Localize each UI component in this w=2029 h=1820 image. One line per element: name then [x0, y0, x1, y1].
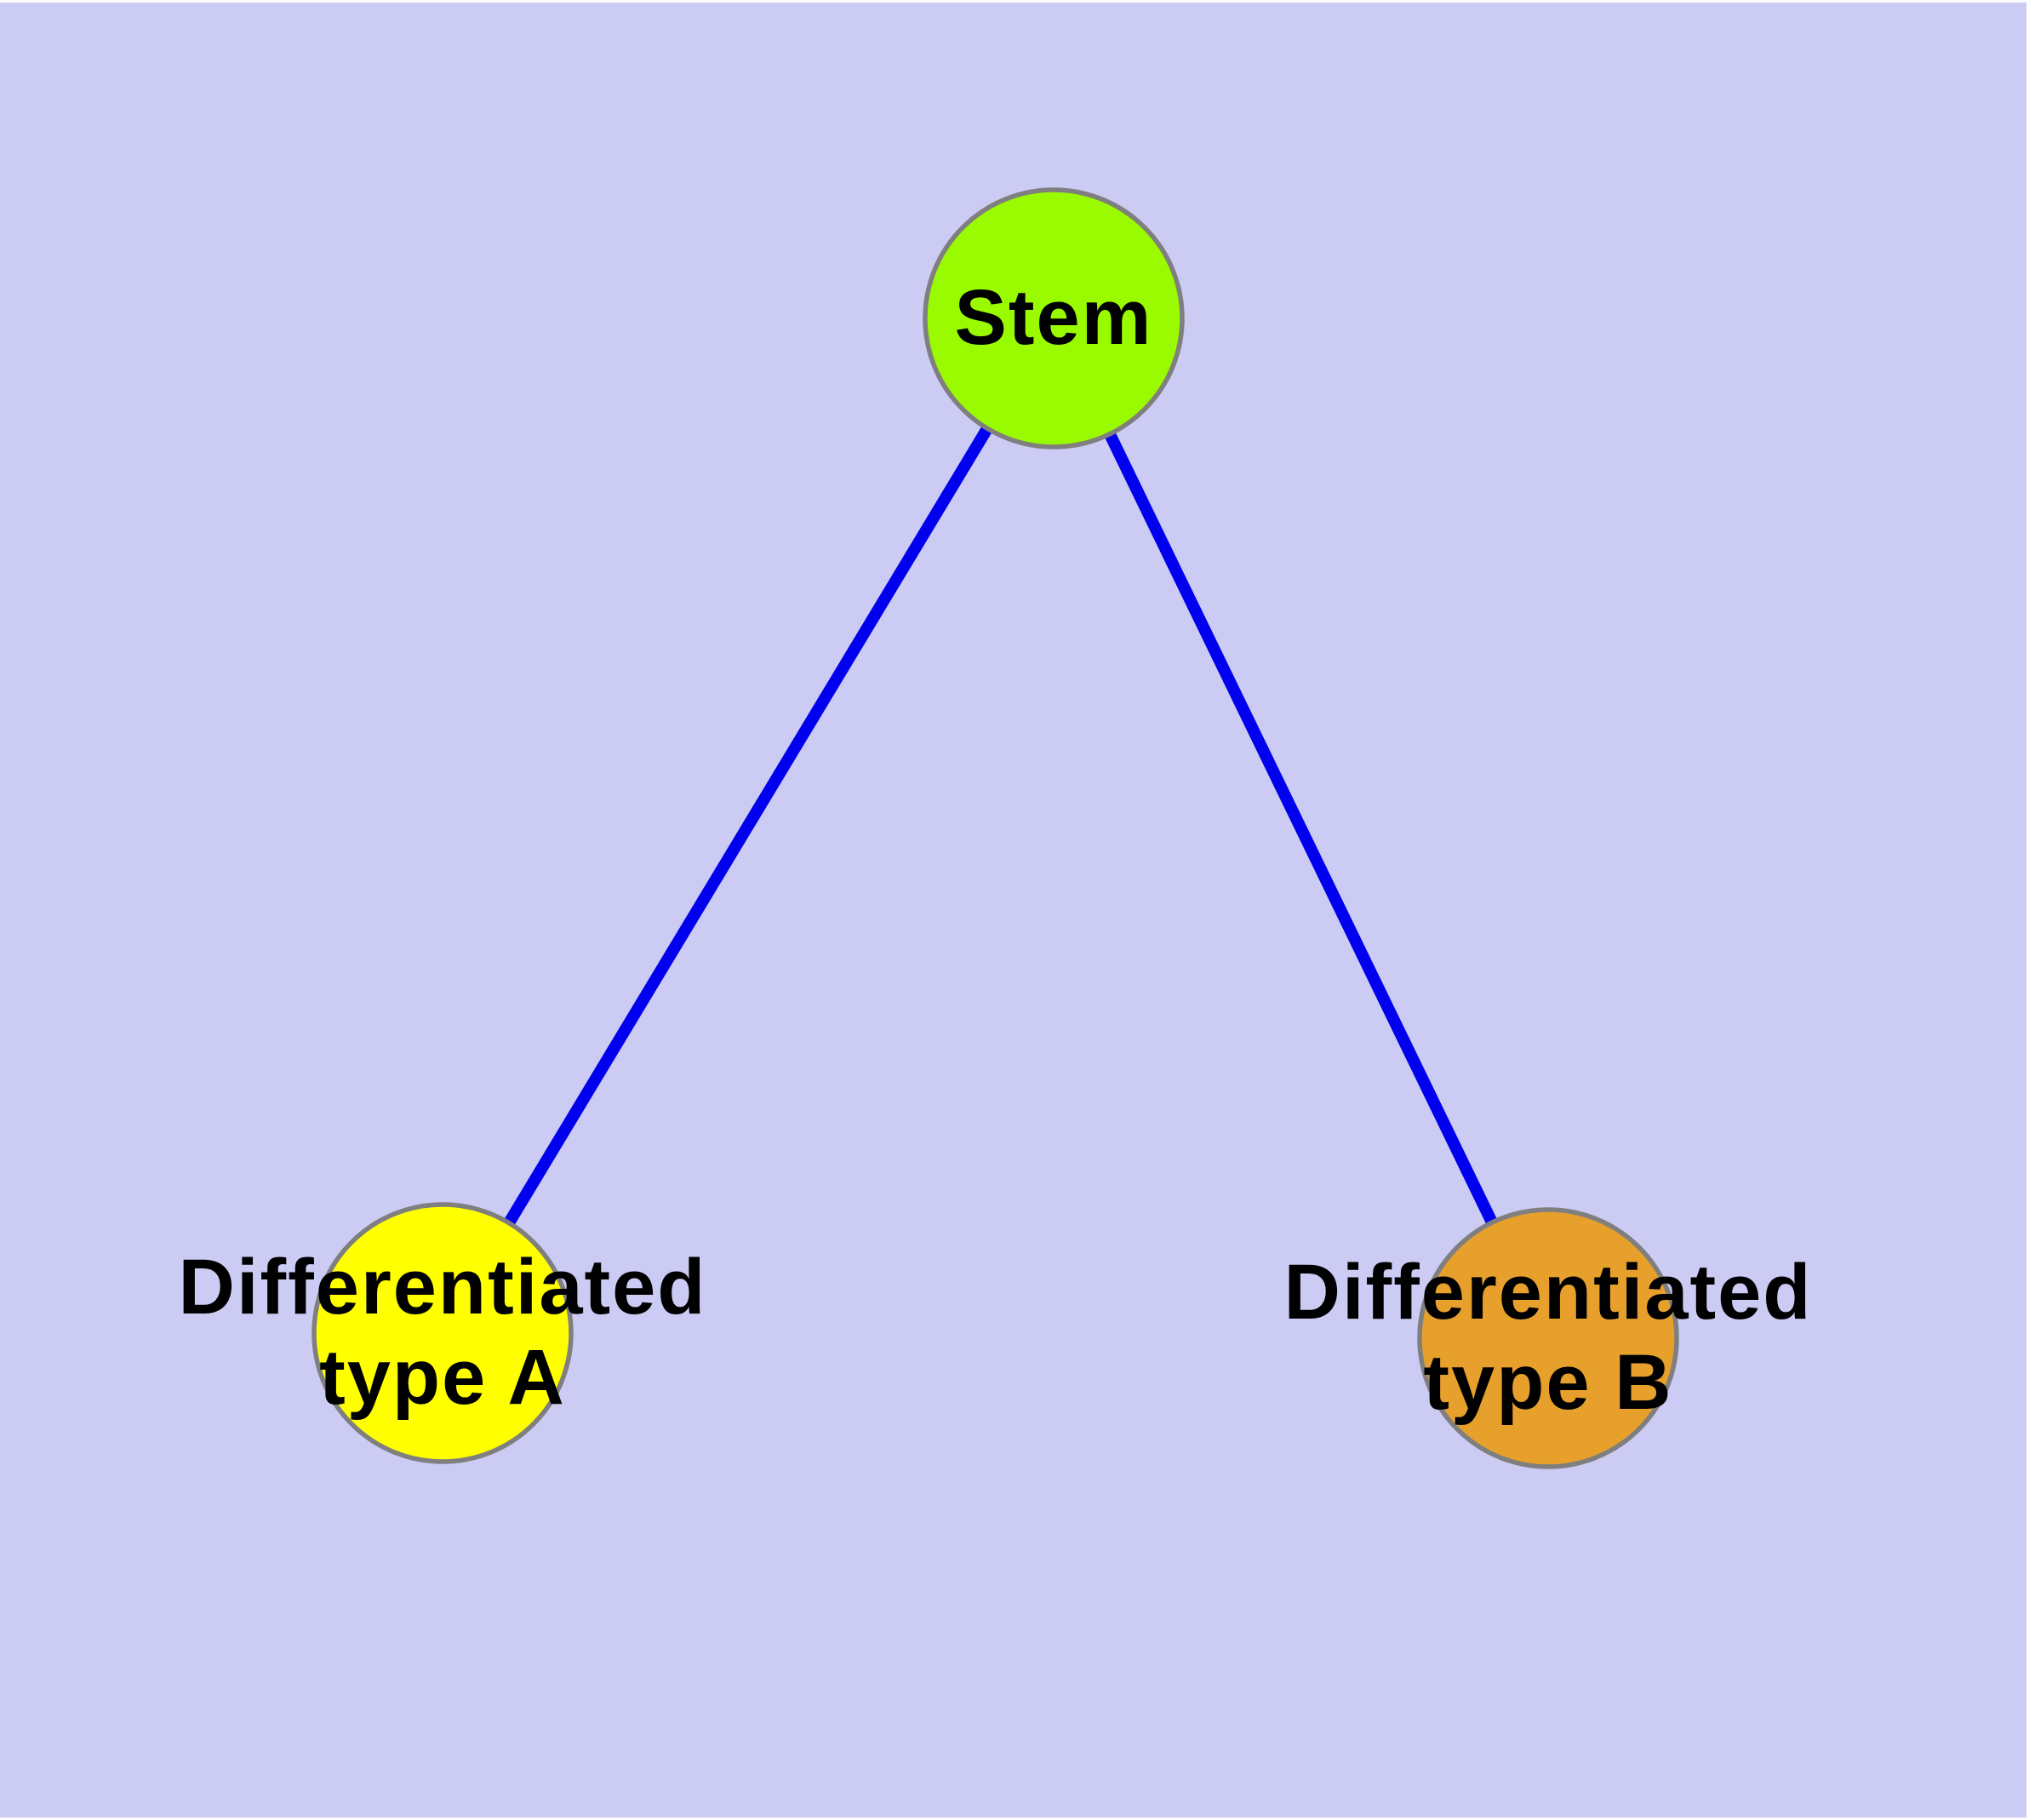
edges-group	[437, 315, 1554, 1342]
node-label-type-b[interactable]: Differentiated type B	[1283, 1249, 1813, 1426]
graph-node-stem[interactable]	[923, 187, 1185, 449]
nodes-group	[311, 187, 1679, 1469]
window-edge-bottom	[0, 1817, 2029, 1820]
node-label-stem[interactable]: Stem	[954, 274, 1153, 362]
node-label-type-a[interactable]: Differentiated type A	[178, 1244, 707, 1421]
graph-node-type-b[interactable]	[1417, 1207, 1679, 1469]
graph-edge-stem-type-a[interactable]	[437, 315, 1059, 1336]
graph-node-type-a[interactable]	[311, 1202, 574, 1464]
graph-edge-stem-type-b[interactable]	[1048, 315, 1554, 1342]
window-edge-top	[0, 0, 2029, 3]
window-edge-right	[2026, 0, 2029, 1820]
